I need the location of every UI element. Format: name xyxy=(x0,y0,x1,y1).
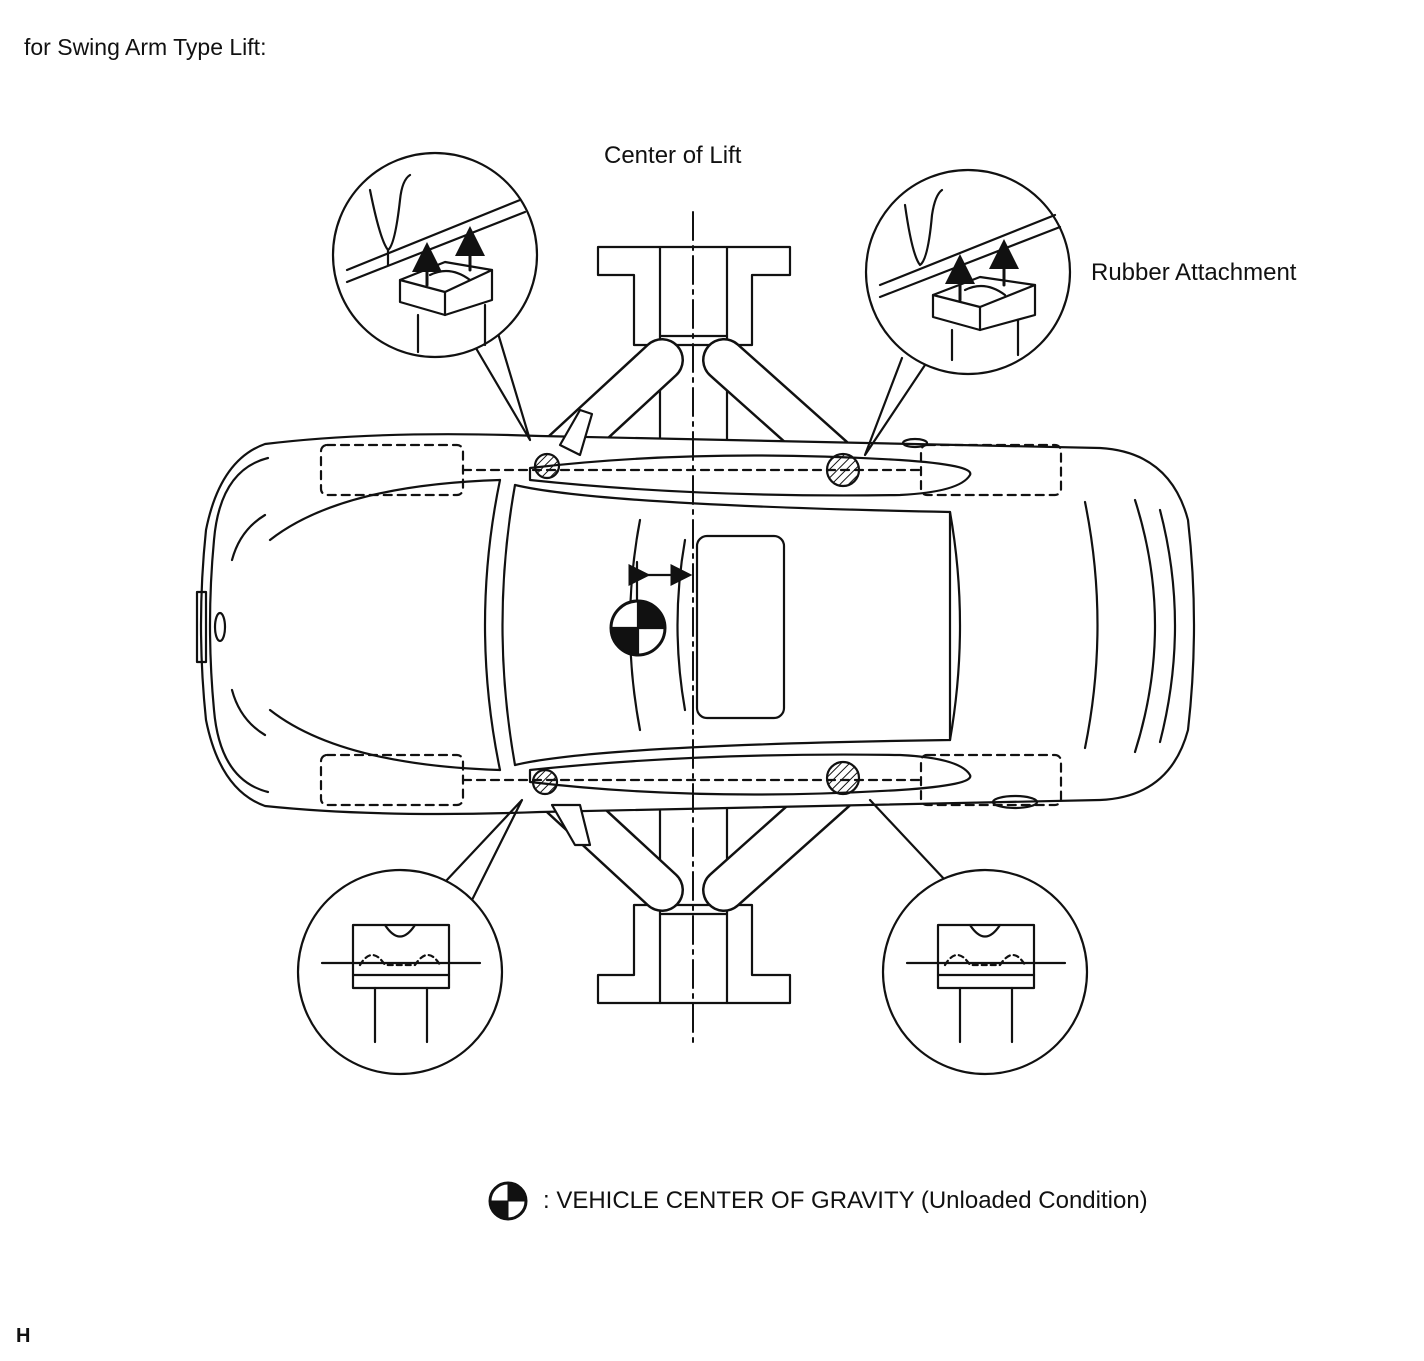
callout-front-top xyxy=(333,153,537,357)
callout-rear-top xyxy=(866,170,1070,374)
illustration-code: H xyxy=(16,1325,31,1347)
rubber-attachment-top-left xyxy=(400,262,492,352)
mirror-top xyxy=(560,410,592,455)
lift-frame-top xyxy=(598,247,790,345)
sill-bottom xyxy=(530,755,970,795)
lift-point-rear-top xyxy=(827,454,859,486)
diagram-heading: for Swing Arm Type Lift: xyxy=(24,34,267,60)
legend-text: : VEHICLE CENTER OF GRAVITY (Unloaded Co… xyxy=(543,1187,1148,1214)
cabin-roof xyxy=(515,485,950,765)
center-of-gravity-icon xyxy=(611,601,665,655)
sill-top xyxy=(530,456,970,496)
callout-front-bottom xyxy=(298,870,502,1074)
sunroof xyxy=(697,536,784,718)
mirror-bottom xyxy=(552,805,590,845)
legend: : VEHICLE CENTER OF GRAVITY (Unloaded Co… xyxy=(487,1180,1148,1222)
lift-point-front-top xyxy=(535,454,559,478)
center-of-lift-label: Center of Lift xyxy=(604,142,742,169)
lift-point-rear-bottom xyxy=(827,762,859,794)
callout-rear-bottom xyxy=(883,870,1087,1074)
lift-point-front-bottom xyxy=(533,770,557,794)
center-of-gravity-icon xyxy=(487,1180,529,1222)
vehicle-top-view xyxy=(197,410,1194,845)
rubber-attachment-label: Rubber Attachment xyxy=(1091,259,1297,286)
lift-frame-bottom xyxy=(598,905,790,1003)
